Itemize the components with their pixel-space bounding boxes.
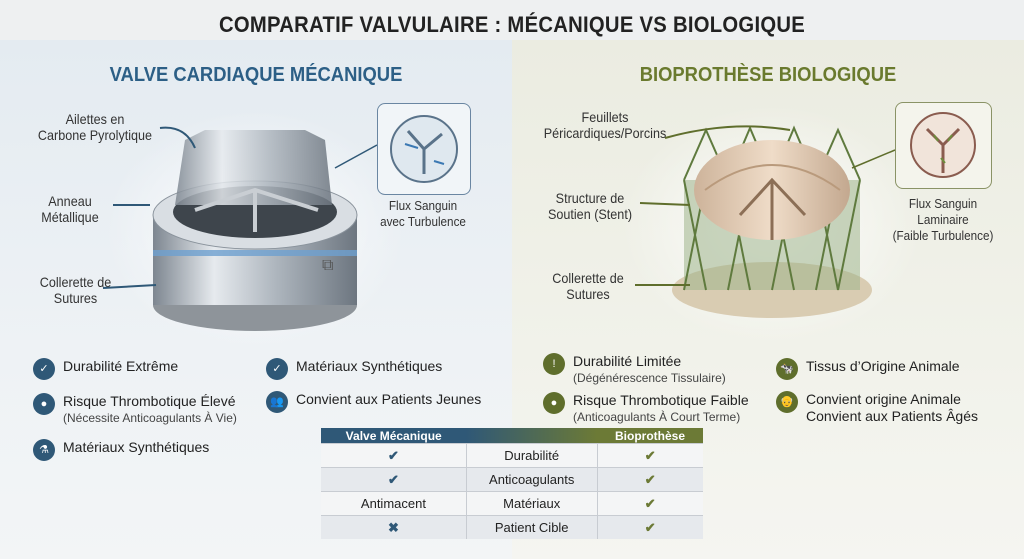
cell-mechanical: ✔ — [321, 467, 467, 492]
table-header-row: Valve Mécanique Bioprothèse — [321, 428, 703, 444]
cell-criterion: Anticoagulants — [465, 467, 598, 492]
cell-bio: ✔ — [597, 491, 703, 516]
feature-durabilite-limitee: ! Durabilité Limitée(Dégénérescence Tiss… — [543, 353, 726, 387]
mechanical-valve-image: ⧉ — [152, 130, 358, 331]
table-row: ✔ Durabilité ✔ — [321, 443, 703, 468]
table-row: ✔ Anticoagulants ✔ — [321, 467, 703, 492]
people-icon: 👥 — [266, 391, 288, 413]
cell-criterion: Durabilité — [465, 443, 598, 468]
lab-flask-icon: ⚗ — [33, 439, 55, 461]
cell-bio: ✔ — [597, 443, 703, 468]
cell-bio: ✔ — [597, 515, 703, 539]
elderly-icon: 👴 — [776, 391, 798, 413]
feature-durabilite-extreme: ✓ Durabilité Extrême — [33, 358, 178, 380]
shield-check-icon: ✓ — [33, 358, 55, 380]
header-bioprothese: Bioprothèse — [597, 428, 703, 444]
feature-risque-faible: ● Risque Thrombotique Faible(Anticoagula… — [543, 392, 749, 426]
shield-alert-icon: ! — [543, 353, 565, 375]
biological-valve-image — [672, 125, 872, 318]
cell-bio: ✔ — [597, 467, 703, 492]
table-row: ✖ Patient Cible ✔ — [321, 515, 703, 539]
page-title: COMPARATIF VALVULAIRE : MÉCANIQUE VS BIO… — [218, 12, 806, 37]
cell-mechanical: Antimacent — [321, 491, 467, 516]
table-row: Antimacent Matériaux ✔ — [321, 491, 703, 516]
badge-check-icon: ✓ — [266, 358, 288, 380]
svg-text:⧉: ⧉ — [322, 255, 333, 274]
cell-mechanical: ✖ — [321, 515, 467, 539]
turbulent-flow-diagram — [377, 103, 471, 195]
cell-mechanical: ✔ — [321, 443, 467, 468]
feature-risque-eleve: ● Risque Thrombotique Élevé(Nécessite An… — [33, 393, 237, 427]
comparison-table: Valve Mécanique Bioprothèse ✔ Durabilité… — [321, 428, 703, 539]
cow-icon: 🐄 — [776, 358, 798, 380]
header-valve-mecanique: Valve Mécanique — [321, 428, 467, 444]
blood-cells-icon: ● — [543, 392, 565, 414]
header-criterion — [466, 428, 597, 444]
bioprosthesis-title: BIOPROTHÈSE BIOLOGIQUE — [639, 64, 897, 86]
feature-materiaux-synth-2: ⚗ Matériaux Synthétiques — [33, 439, 209, 461]
cell-criterion: Matériaux — [465, 491, 598, 516]
feature-patients-jeunes: 👥 Convient aux Patients Jeunes — [266, 391, 481, 413]
blood-cells-icon: ● — [33, 393, 55, 415]
feature-tissus-animale: 🐄 Tissus d’Origine Animale — [776, 358, 960, 380]
feature-materiaux-synth-1: ✓ Matériaux Synthétiques — [266, 358, 442, 380]
mechanical-valve-title: VALVE CARDIAQUE MÉCANIQUE — [109, 64, 403, 86]
cell-criterion: Patient Cible — [465, 515, 598, 539]
laminar-flow-diagram — [895, 102, 992, 189]
